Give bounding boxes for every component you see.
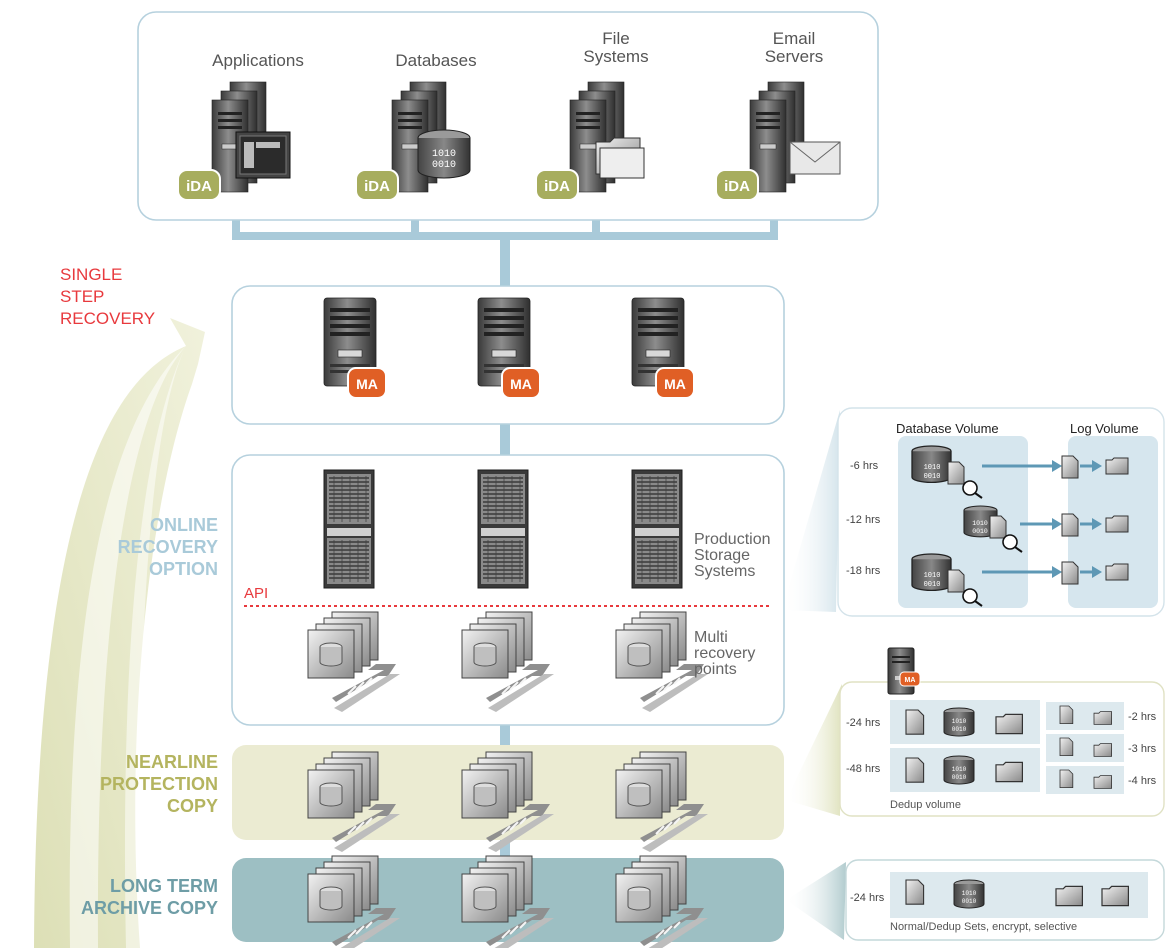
long-term-archive-label: LONG TERM ARCHIVE COPY xyxy=(80,876,218,918)
zoom-beam xyxy=(786,862,846,940)
time-offset: -12 hrs xyxy=(846,514,881,526)
svg-text:iDA: iDA xyxy=(186,178,212,195)
volume-row xyxy=(911,445,1129,499)
time-offset: -3 hrs xyxy=(1128,743,1157,755)
svg-text:MA: MA xyxy=(664,376,686,392)
svg-text:1010: 1010 xyxy=(952,718,967,725)
time-offset: -24 hrs xyxy=(846,717,881,729)
email-servers-client xyxy=(749,81,841,193)
ida-badge: iDA xyxy=(355,169,399,201)
zoom-beam xyxy=(786,684,842,816)
svg-text:MA: MA xyxy=(905,677,916,684)
incremental-set xyxy=(1046,734,1124,762)
ida-badge: iDA xyxy=(177,169,221,201)
category-label: Databases xyxy=(395,51,477,70)
category-label: Applications xyxy=(212,51,304,70)
category-label: Email Servers xyxy=(764,29,824,66)
volume-rows xyxy=(911,445,1129,607)
log-volume-header: Log Volume xyxy=(1070,421,1139,436)
time-offset: -48 hrs xyxy=(846,763,881,775)
incremental-set xyxy=(1046,702,1124,730)
single-step-recovery-label: SINGLE STEP RECOVERY xyxy=(60,265,156,329)
nearline-protection-label: NEARLINE PROTECTION COPY xyxy=(99,752,218,816)
svg-text:1010: 1010 xyxy=(962,890,977,897)
svg-text:0010: 0010 xyxy=(972,528,988,535)
volume-row xyxy=(911,553,1129,607)
dedup-volume-caption: Dedup volume xyxy=(890,799,961,811)
svg-text:0010: 0010 xyxy=(952,774,967,781)
clients-panel xyxy=(137,11,879,221)
svg-text:0010: 0010 xyxy=(962,898,977,905)
online-recovery-label: ONLINE RECOVERY OPTION xyxy=(117,515,218,579)
api-label: API xyxy=(244,585,269,602)
time-offset: -18 hrs xyxy=(846,565,881,577)
production-storage-rack xyxy=(631,469,683,589)
ida-badge: iDA xyxy=(715,169,759,201)
incremental-set xyxy=(1046,766,1124,794)
applications-client xyxy=(211,81,291,193)
svg-text:MA: MA xyxy=(356,376,378,392)
svg-text:1010: 1010 xyxy=(924,572,941,580)
svg-text:iDA: iDA xyxy=(544,178,570,195)
svg-text:iDA: iDA xyxy=(364,178,390,195)
single-step-arrow xyxy=(34,318,205,948)
production-storage-rack xyxy=(477,469,529,589)
time-offset: -24 hrs xyxy=(850,892,885,904)
category-label: File Systems xyxy=(583,29,649,66)
time-offset: -2 hrs xyxy=(1128,711,1157,723)
svg-text:0010: 0010 xyxy=(952,726,967,733)
zoom-beam xyxy=(782,410,840,612)
svg-text:0010: 0010 xyxy=(924,473,941,481)
volume-row xyxy=(963,505,1129,553)
svg-text:1010: 1010 xyxy=(972,520,988,527)
production-storage-label: Production Storage Systems xyxy=(694,531,771,580)
production-storage-rack xyxy=(323,469,375,589)
recovery-points-label: Multi recovery points xyxy=(694,629,756,678)
ma-badge: MA xyxy=(655,367,695,399)
time-offset: -6 hrs xyxy=(850,460,879,472)
svg-text:MA: MA xyxy=(510,376,532,392)
svg-text:0010: 0010 xyxy=(924,581,941,589)
time-offset: -4 hrs xyxy=(1128,775,1157,787)
database-volume-header: Database Volume xyxy=(896,421,999,436)
dedup-media-agent: MA xyxy=(887,647,921,695)
ma-badge: MA xyxy=(347,367,387,399)
archive-caption: Normal/Dedup Sets, encrypt, selective xyxy=(890,921,1078,933)
ma-badge: MA xyxy=(501,367,541,399)
svg-text:1010: 1010 xyxy=(924,464,941,472)
ida-badge: iDA xyxy=(535,169,579,201)
svg-text:iDA: iDA xyxy=(724,178,750,195)
file-systems-client xyxy=(569,81,645,193)
svg-text:1010: 1010 xyxy=(952,766,967,773)
